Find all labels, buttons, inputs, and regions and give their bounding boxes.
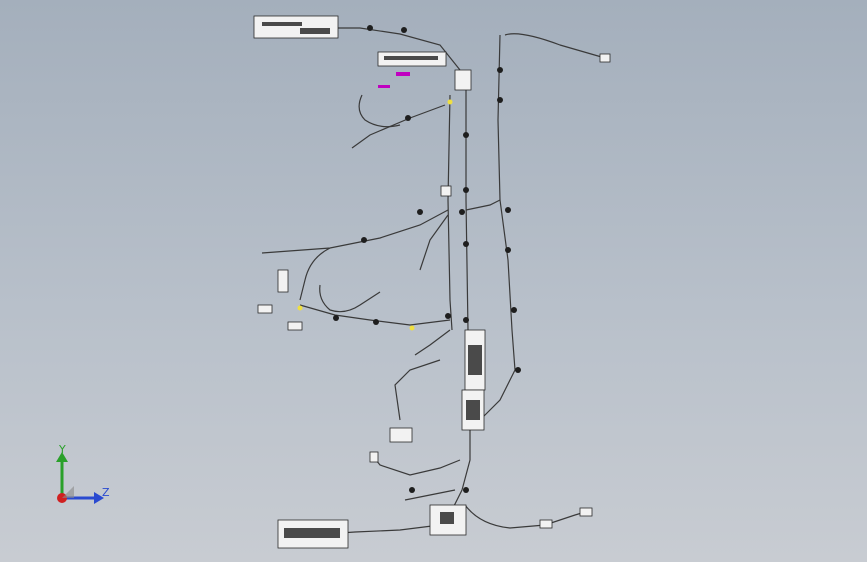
left-connector [257, 304, 273, 314]
bottom-branch [371, 454, 461, 476]
left-bracket [277, 269, 289, 293]
yellow-marker-3 [409, 325, 415, 331]
lower-left-branch [299, 304, 451, 326]
main-trunk-left [447, 94, 453, 331]
yellow-marker [447, 99, 453, 105]
magenta-tag-2 [378, 85, 390, 88]
lower-left-loop [319, 284, 381, 313]
top-right-end [599, 53, 611, 63]
upper-left-branch [351, 104, 446, 149]
magenta-tag [396, 72, 410, 76]
coordinate-triad [56, 452, 104, 504]
mid-left-branch [261, 209, 449, 254]
mid-left-branch-2 [419, 214, 449, 271]
z-axis-label: Z [102, 486, 110, 499]
right-branch [479, 34, 516, 421]
top-connector-block [253, 15, 339, 39]
yellow-marker-2 [297, 305, 303, 311]
bottom-right-lead [464, 504, 593, 529]
y-axis-label: Y [59, 443, 66, 456]
top-right-lead [504, 33, 606, 59]
bottom-clip [369, 451, 379, 463]
upper-module [454, 69, 472, 91]
right-end-connector-2 [579, 507, 593, 517]
left-hook [299, 247, 331, 301]
mid-right-branch [465, 199, 501, 211]
upper-left-loop [358, 94, 401, 128]
main-trunk-right [465, 80, 469, 331]
lower-branch-2 [414, 329, 451, 356]
lower-branch-3 [394, 359, 441, 421]
left-connector-2 [287, 321, 303, 331]
top-run [330, 27, 461, 71]
lower-left-connector [389, 427, 413, 443]
right-end-connector [539, 519, 553, 529]
mid-clip [440, 185, 452, 197]
bottom-branch-2 [404, 489, 456, 501]
bottom-trunk [451, 420, 471, 511]
